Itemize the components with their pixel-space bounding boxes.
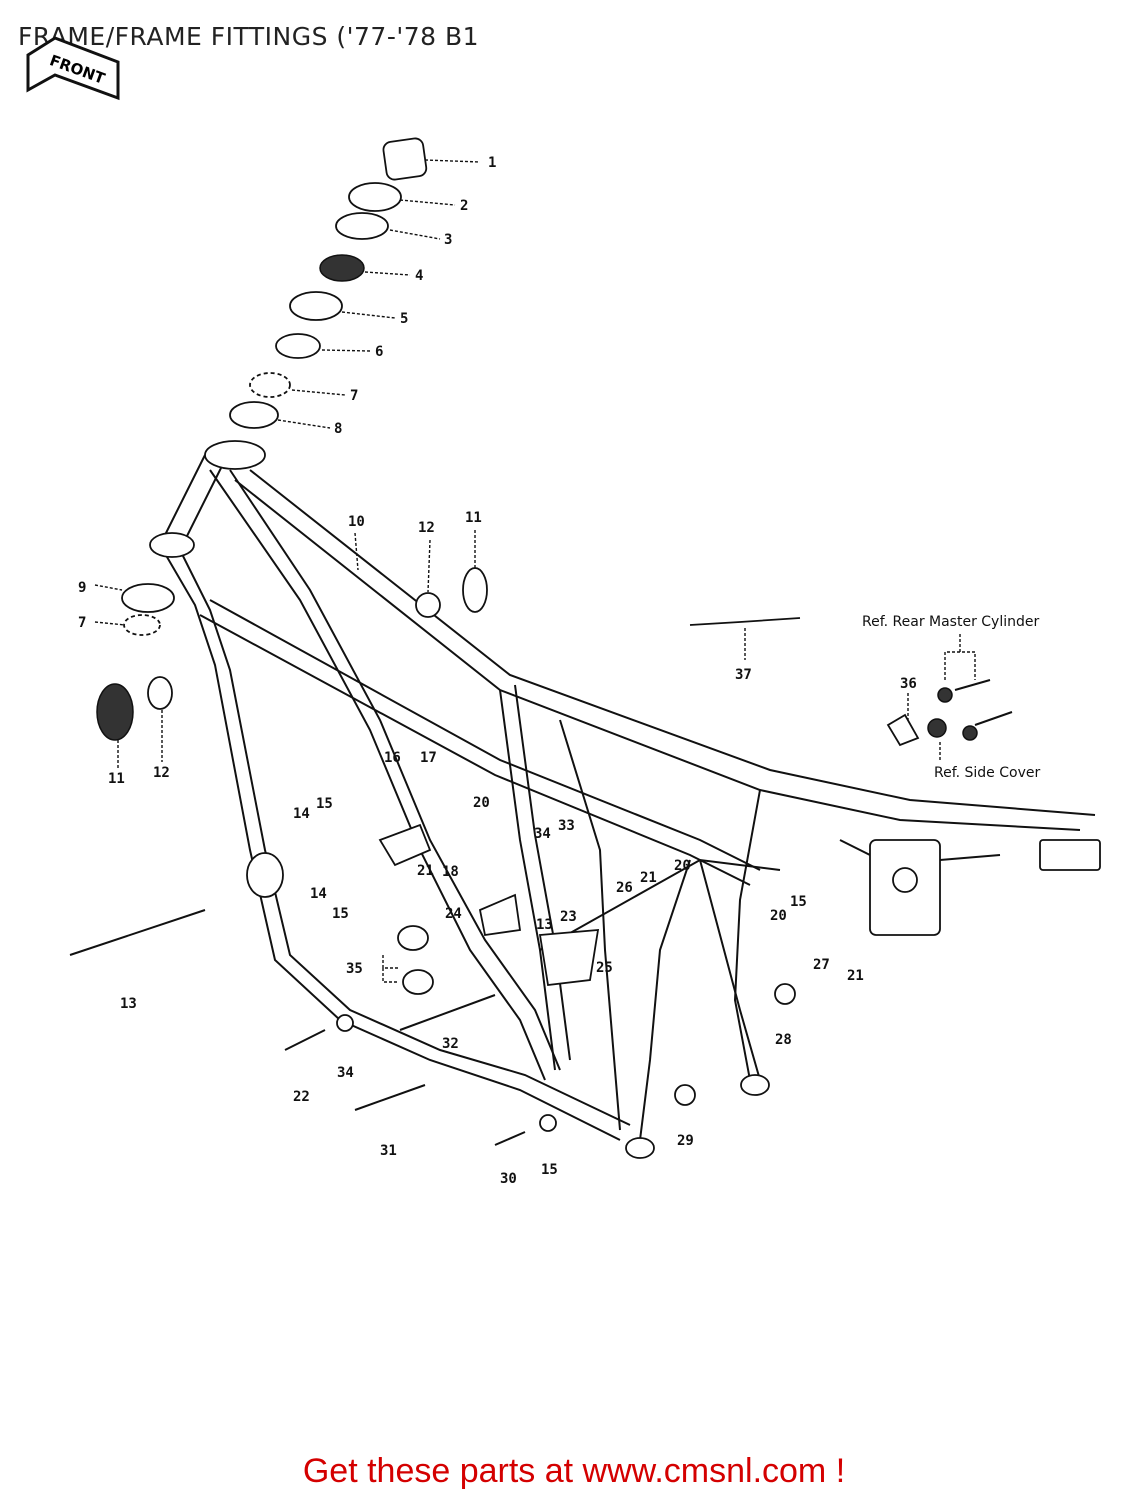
callout-label: 21 bbox=[417, 863, 434, 879]
footer-cta[interactable]: Get these parts at www.cmsnl.com ! bbox=[302, 1452, 846, 1490]
callout-label: 9 bbox=[78, 580, 86, 596]
steering-stem-parts bbox=[229, 137, 428, 429]
callout-label: 34 bbox=[337, 1065, 354, 1081]
callout-label: 10 bbox=[348, 514, 365, 530]
callout-label: 20 bbox=[770, 908, 787, 924]
callout-label: 26 bbox=[616, 880, 633, 896]
callout-label: 12 bbox=[153, 765, 170, 781]
callout-label: 14 bbox=[293, 806, 310, 822]
callout-label: 11 bbox=[108, 771, 125, 787]
callout-label: 5 bbox=[400, 311, 408, 327]
callout-label: 20 bbox=[674, 858, 691, 874]
callout-label: 22 bbox=[293, 1089, 310, 1105]
callout-label: 33 bbox=[558, 818, 575, 834]
callout-label: 7 bbox=[78, 615, 86, 631]
callout-label: 18 bbox=[442, 864, 459, 880]
callout-label: 14 bbox=[310, 886, 327, 902]
callout-label: 29 bbox=[677, 1133, 694, 1149]
callout-label: 11 bbox=[465, 510, 482, 526]
callout-label: 24 bbox=[445, 906, 462, 922]
ref-note-side-cover: Ref. Side Cover bbox=[934, 765, 1040, 781]
callout-label: 34 bbox=[534, 826, 551, 842]
leader-lines bbox=[94, 159, 976, 983]
callout-label: 31 bbox=[380, 1143, 397, 1159]
callout-label: 2 bbox=[460, 198, 468, 214]
callout-label: 15 bbox=[541, 1162, 558, 1178]
callout-label: 25 bbox=[596, 960, 613, 976]
page-title: FRAME/FRAME FITTINGS ('77-'78 B1 bbox=[18, 22, 480, 51]
frame-illustration bbox=[149, 440, 1101, 1159]
callout-label: 37 bbox=[735, 667, 752, 683]
callout-label: 20 bbox=[473, 795, 490, 811]
callout-label: 16 bbox=[384, 750, 401, 766]
callout-label: 4 bbox=[415, 268, 423, 284]
callout-label: 8 bbox=[334, 421, 342, 437]
front-arrow-icon: FRONT bbox=[26, 36, 120, 101]
callout-label: 15 bbox=[790, 894, 807, 910]
callout-label: 13 bbox=[536, 917, 553, 933]
callout-label: 27 bbox=[813, 957, 830, 973]
callout-label: 7 bbox=[350, 388, 358, 404]
callout-label: 17 bbox=[420, 750, 437, 766]
callout-label: 15 bbox=[332, 906, 349, 922]
callout-label: 35 bbox=[346, 961, 363, 977]
callout-label: 13 bbox=[120, 996, 137, 1012]
callout-label: 1 bbox=[488, 155, 496, 171]
callout-label: 36 bbox=[900, 676, 917, 692]
callout-label: 28 bbox=[775, 1032, 792, 1048]
callout-label: 23 bbox=[560, 909, 577, 925]
callout-label: 21 bbox=[640, 870, 657, 886]
callout-label: 6 bbox=[375, 344, 383, 360]
callout-label: 3 bbox=[444, 232, 452, 248]
callout-label: 21 bbox=[847, 968, 864, 984]
callout-numbers: 1 2 3 4 5 6 7 8 10 12 11 9 7 37 11 12 36… bbox=[78, 155, 1040, 1187]
callout-label: 30 bbox=[500, 1171, 517, 1187]
fasteners-illustration bbox=[69, 567, 1013, 1146]
ref-note-rear-master-cylinder: Ref. Rear Master Cylinder bbox=[862, 614, 1039, 630]
callout-label: 12 bbox=[418, 520, 435, 536]
callout-label: 15 bbox=[316, 796, 333, 812]
callout-label: 32 bbox=[442, 1036, 459, 1052]
